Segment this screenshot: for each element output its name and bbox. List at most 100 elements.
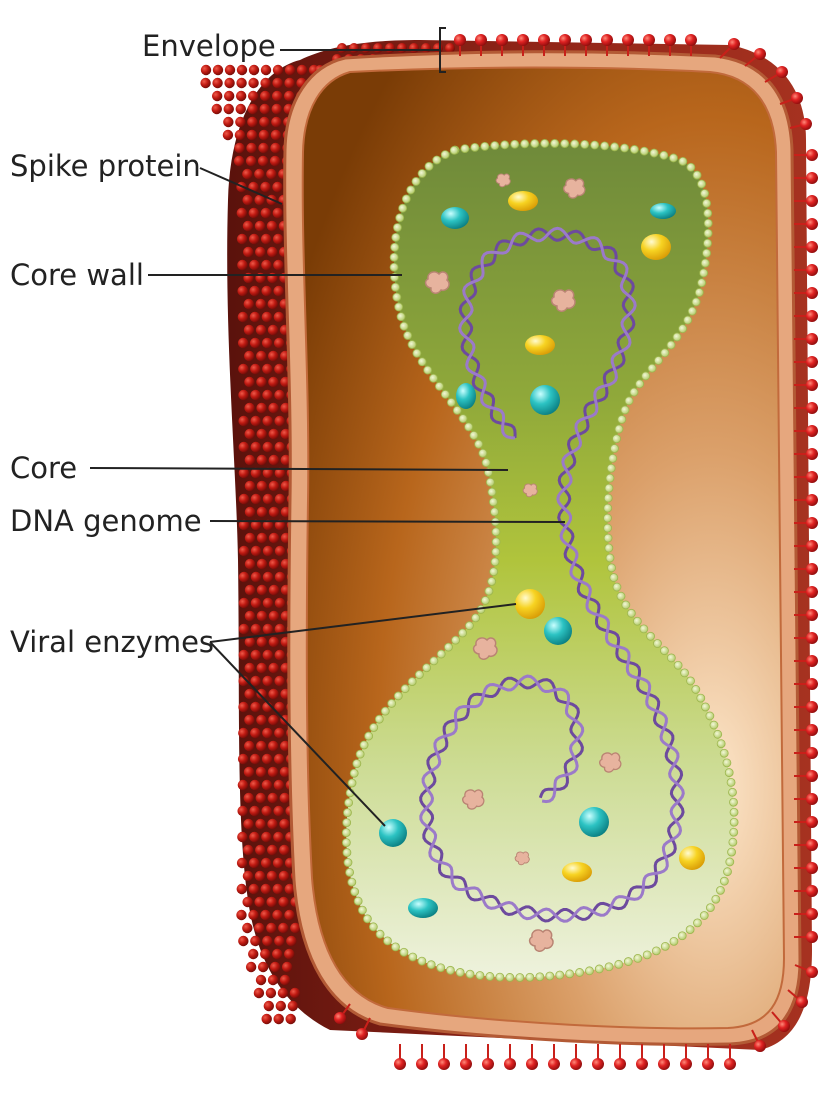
shell-spike	[238, 649, 249, 661]
shell-spike	[250, 363, 261, 375]
core-wall-bead	[666, 340, 676, 350]
shell-spike	[248, 207, 260, 219]
core-wall-bead	[683, 315, 693, 325]
shell-spike	[250, 389, 261, 401]
shell-spike	[284, 77, 295, 89]
core-wall-bead	[429, 656, 439, 666]
spike-protein-icon	[806, 218, 818, 230]
shell-spike	[273, 1013, 284, 1025]
core-wall-bead	[616, 591, 626, 601]
shell-spike	[287, 1000, 299, 1012]
core-wall-bead	[716, 739, 726, 749]
shell-spike	[349, 43, 359, 53]
core-wall-bead	[422, 663, 432, 673]
shell-spike	[279, 974, 291, 986]
shell-spike	[255, 844, 266, 856]
shell-spike	[244, 610, 256, 622]
shell-spike	[245, 155, 257, 167]
spike-protein-icon	[796, 996, 808, 1008]
shell-spike	[279, 766, 291, 778]
shell-spike	[256, 636, 268, 648]
shell-spike	[243, 792, 254, 804]
shell-spike	[273, 805, 284, 817]
core-wall-bead	[585, 966, 594, 976]
shell-spike	[268, 454, 280, 466]
core-wall-bead	[606, 463, 616, 473]
spike-protein-icon	[806, 586, 818, 598]
core-wall-bead	[399, 947, 409, 957]
shell-spike	[223, 116, 234, 128]
core-wall-bead	[347, 877, 357, 887]
core-wall-bead	[387, 699, 397, 708]
shell-spike	[235, 116, 246, 128]
shell-spike	[261, 805, 272, 817]
core-wall-bead	[694, 288, 704, 297]
shell-spike	[260, 64, 272, 76]
shell-spike	[245, 961, 257, 973]
shell-spike	[237, 285, 248, 297]
core-wall-bead	[412, 348, 422, 358]
shell-spike	[269, 155, 281, 167]
shell-spike	[271, 90, 283, 102]
shell-spike	[259, 116, 270, 128]
shell-spike	[261, 1013, 272, 1025]
shell-spike	[256, 688, 267, 700]
shell-spike	[266, 922, 277, 934]
leader-lines	[89, 167, 566, 827]
shell-spike	[266, 896, 277, 908]
shell-spike	[260, 207, 272, 219]
core-wall-bead	[490, 507, 499, 517]
core-wall-bead	[727, 847, 736, 857]
shell-spike	[248, 64, 260, 76]
enzyme-icon	[456, 383, 476, 409]
shell-spike	[274, 675, 285, 687]
protein-icon	[495, 173, 511, 188]
core-wall-bead	[500, 140, 510, 150]
core-wall-bead	[362, 914, 372, 924]
spike-protein-icon	[580, 34, 592, 46]
core-wall-bead	[691, 685, 701, 694]
core-wall-bead	[469, 430, 479, 440]
shell-spike	[238, 363, 249, 375]
core-wall-bead	[449, 145, 459, 155]
dna-strand	[419, 227, 685, 923]
shell-spike	[254, 922, 265, 934]
core-wall-bead	[603, 533, 613, 543]
core-wall-bead	[621, 600, 631, 610]
core-wall-bead	[635, 379, 645, 389]
protein-icon	[599, 752, 622, 773]
core-wall-bead	[375, 929, 385, 939]
enzyme-icon	[579, 807, 609, 837]
core-wall-bead	[624, 396, 634, 406]
spike-protein-icon	[806, 747, 818, 759]
core-wall-bead	[342, 818, 352, 827]
core-wall-bead	[607, 563, 616, 573]
core-wall-bead	[392, 292, 402, 302]
spike-protein-icon	[806, 609, 818, 621]
spike-protein-icon	[504, 1058, 516, 1070]
core-wall-bead	[560, 139, 570, 149]
shell-spike	[274, 363, 285, 375]
shell-spike	[257, 155, 269, 167]
shell-spike	[262, 727, 273, 739]
spike-protein-icon	[559, 34, 571, 46]
shell-spike	[265, 987, 277, 999]
shell-spike	[243, 246, 254, 258]
shell-spike	[268, 740, 279, 752]
shell-spike	[222, 129, 234, 141]
core-wall-bead	[697, 179, 706, 189]
core-wall-bead	[691, 297, 701, 307]
shell-spike	[289, 987, 301, 999]
shell-spike	[262, 675, 273, 687]
core-wall-bead	[391, 942, 400, 952]
shell-spike	[296, 64, 308, 76]
core-wall-bead	[525, 972, 535, 982]
shell-spike	[250, 467, 262, 479]
enzyme-icon	[679, 846, 705, 870]
shell-spike	[271, 103, 282, 115]
core-wall-bead	[594, 964, 604, 974]
shell-spike	[274, 701, 285, 713]
core-wall-bead	[729, 817, 739, 827]
core-wall-bead	[612, 434, 621, 444]
shell-spike	[256, 402, 267, 414]
